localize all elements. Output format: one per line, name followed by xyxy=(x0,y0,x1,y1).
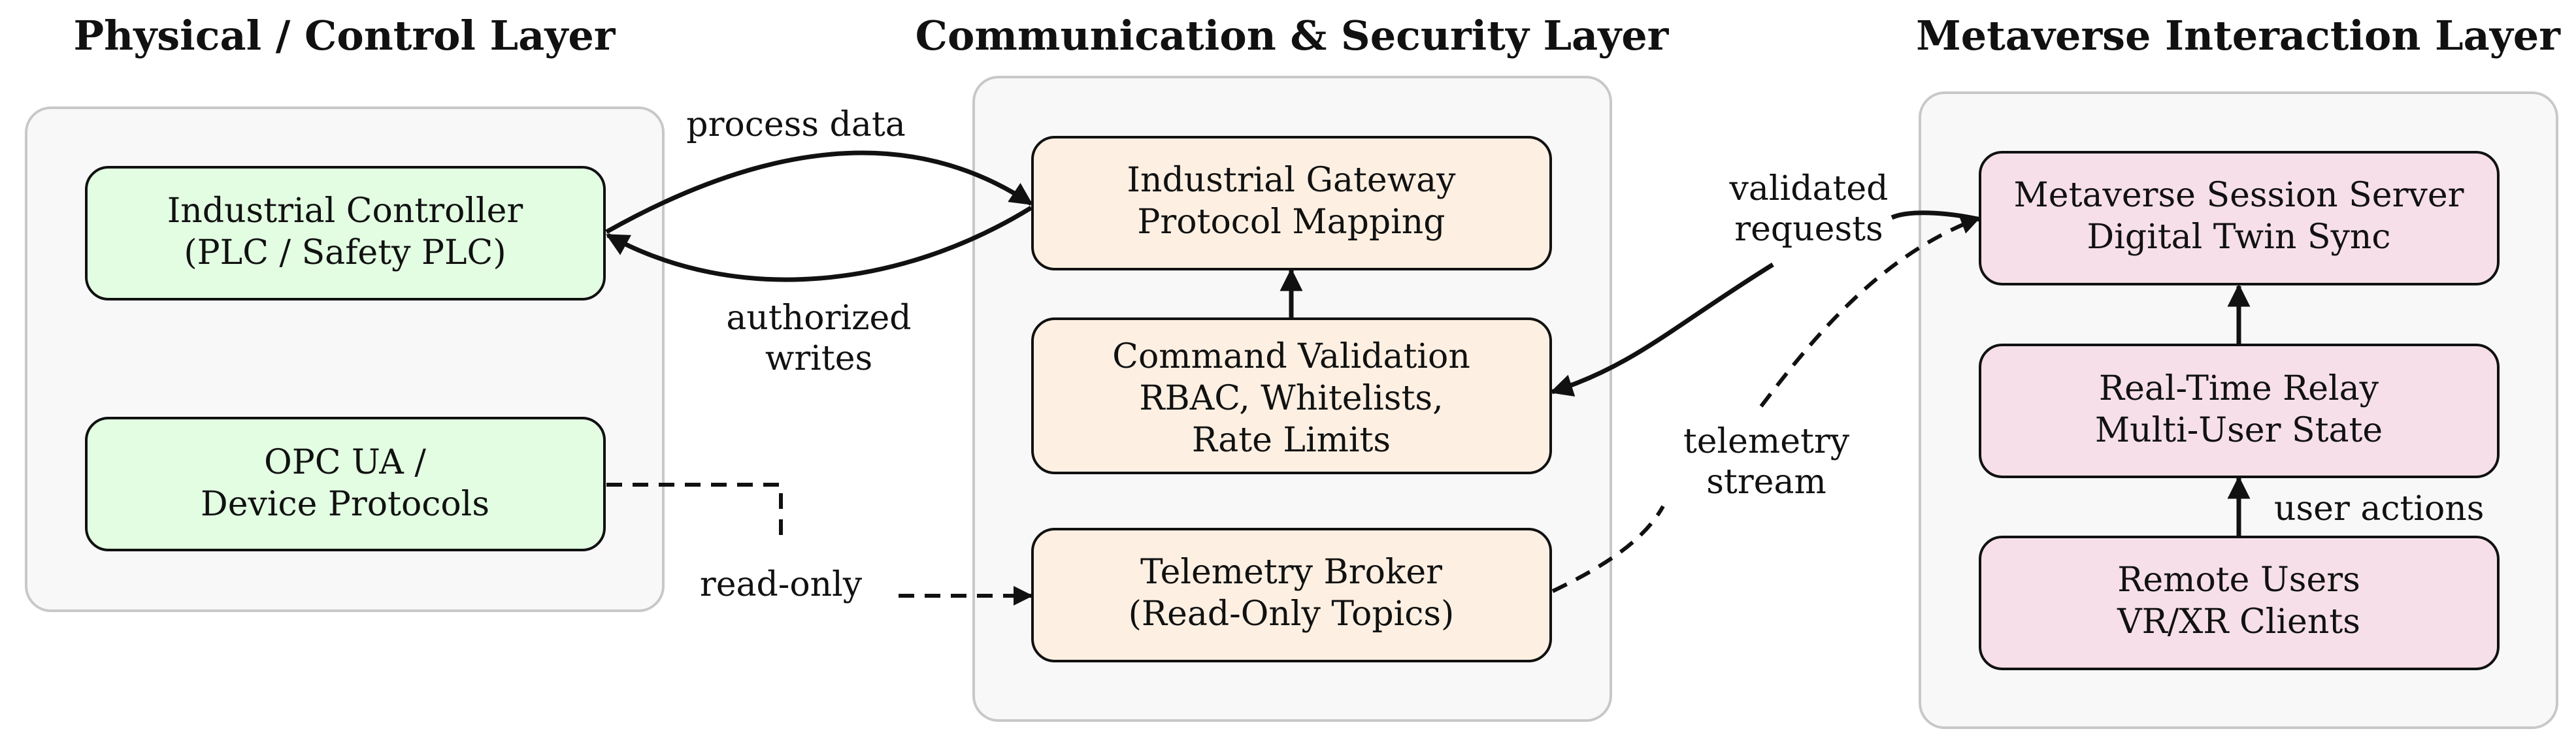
command-validation-line2: RBAC, Whitelists, xyxy=(1139,379,1443,418)
remote-users-line2: VR/XR Clients xyxy=(2117,602,2360,641)
real-time-relay-line2: Multi-User State xyxy=(2095,411,2383,450)
telemetry-broker-node: Telemetry Broker (Read-Only Topics) xyxy=(1031,528,1552,662)
validated-requests-label-line1: validated xyxy=(1729,169,1889,208)
industrial-controller-line1: Industrial Controller xyxy=(167,191,523,231)
real-time-relay-node: Real-Time Relay Multi-User State xyxy=(1979,344,2500,478)
industrial-controller-node: Industrial Controller (PLC / Safety PLC) xyxy=(85,166,606,300)
telemetry-broker-line1: Telemetry Broker xyxy=(1140,553,1442,592)
industrial-controller-line2: (PLC / Safety PLC) xyxy=(184,233,506,272)
authorized-writes-arrow xyxy=(605,206,1032,282)
opc-ua-line1: OPC UA / xyxy=(264,443,426,482)
authorized-writes-label-line1: authorized xyxy=(726,299,911,338)
read-only-label: read-only xyxy=(700,565,863,604)
remote-users-box xyxy=(1979,536,2500,670)
opc-ua-line2: Device Protocols xyxy=(201,485,489,524)
metaverse-layer-title: Metaverse Interaction Layer xyxy=(1916,12,2561,59)
validated-requests-label-line2: requests xyxy=(1734,210,1883,249)
user-actions-label: user actions xyxy=(2274,489,2484,528)
remote-users-line1: Remote Users xyxy=(2117,560,2360,600)
real-time-relay-line1: Real-Time Relay xyxy=(2099,369,2379,408)
communication-layer-title: Communication & Security Layer xyxy=(916,12,1670,59)
telemetry-broker-line2: (Read-Only Topics) xyxy=(1129,594,1455,634)
physical-layer-title: Physical / Control Layer xyxy=(74,12,616,59)
industrial-gateway-line2: Protocol Mapping xyxy=(1137,203,1445,242)
industrial-gateway-line1: Industrial Gateway xyxy=(1127,161,1456,200)
telemetry-stream-arrow xyxy=(1551,505,1665,593)
command-validation-line3: Rate Limits xyxy=(1192,421,1391,460)
telemetry-stream-label-line2: stream xyxy=(1706,462,1826,502)
industrial-gateway-node: Industrial Gateway Protocol Mapping xyxy=(1031,136,1552,270)
opc-ua-node: OPC UA / Device Protocols xyxy=(85,417,606,551)
command-validation-node: Command Validation RBAC, Whitelists, Rat… xyxy=(1031,317,1552,474)
session-server-node: Metaverse Session Server Digital Twin Sy… xyxy=(1979,151,2500,285)
telemetry-stream-label-line1: telemetry xyxy=(1683,422,1850,461)
session-server-line2: Digital Twin Sync xyxy=(2087,218,2391,257)
telemetry-stream-arrow xyxy=(1759,215,1981,408)
remote-users-node: Remote Users VR/XR Clients xyxy=(1979,536,2500,670)
command-validation-line1: Command Validation xyxy=(1112,337,1470,376)
industrial-controller-box xyxy=(85,166,606,300)
process-data-label: process data xyxy=(686,105,905,144)
session-server-line1: Metaverse Session Server xyxy=(2014,176,2464,215)
process-data-arrow xyxy=(605,150,1033,235)
read-only-arrow-segment xyxy=(606,483,783,542)
opc-ua-box xyxy=(85,417,606,551)
authorized-writes-label-line2: writes xyxy=(765,339,872,378)
validated-requests-arrow xyxy=(1549,263,1774,397)
